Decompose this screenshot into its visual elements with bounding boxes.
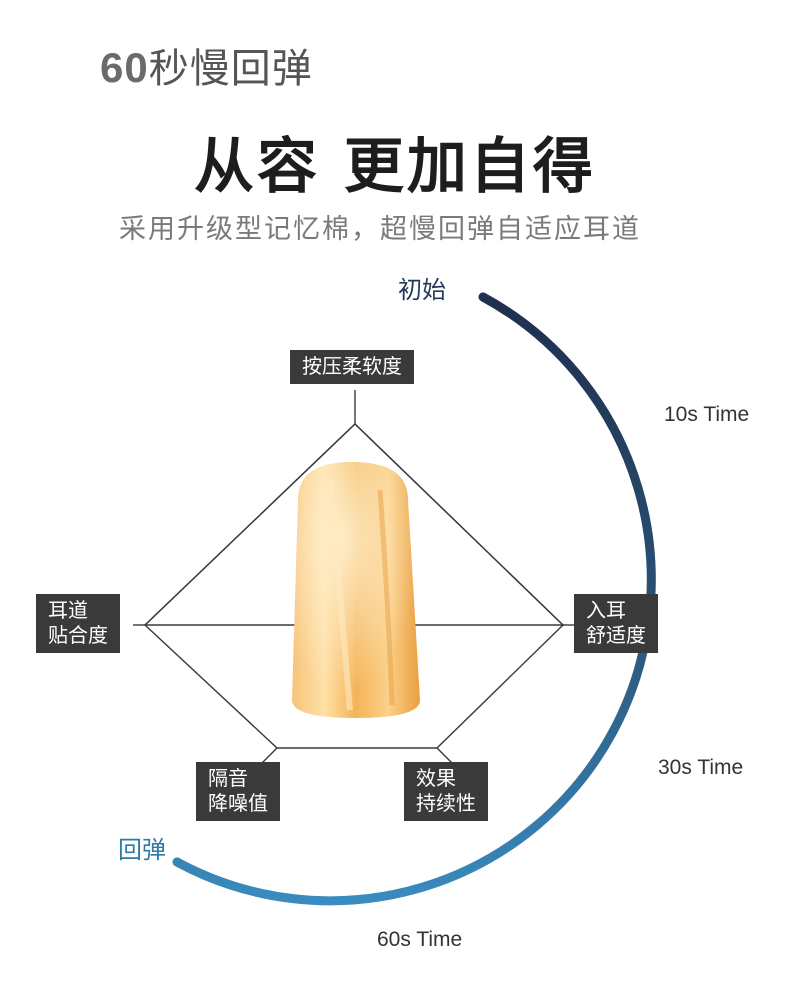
arc-end-label: 回弹 [118, 836, 166, 864]
seconds-number: 60 [100, 44, 149, 91]
arc-start-label: 初始 [398, 276, 446, 304]
earplug-image [292, 462, 420, 718]
page-title: 60秒慢回弹 [100, 36, 313, 94]
label-noise-reduction: 隔音 降噪值 [196, 762, 280, 821]
timeline-arc [172, 292, 656, 906]
subline: 采用升级型记忆棉，超慢回弹自适应耳道 [119, 214, 641, 245]
label-wearing-comfort: 入耳 舒适度 [574, 594, 658, 653]
title-suffix: 秒慢回弹 [148, 46, 313, 92]
time-mark-60s: 60s Time [377, 928, 463, 951]
label-press-softness: 按压柔软度 [290, 350, 414, 384]
label-lasting-effect: 效果 持续性 [404, 762, 488, 821]
headline: 从容 更加自得 [194, 132, 596, 202]
label-ear-canal-fit: 耳道 贴合度 [36, 594, 120, 653]
radar-axis-bottom-left [261, 747, 278, 764]
time-mark-30s: 30s Time [658, 756, 744, 779]
time-mark-10s: 10s Time [664, 403, 750, 426]
radar-axis-bottom-right [436, 747, 453, 764]
